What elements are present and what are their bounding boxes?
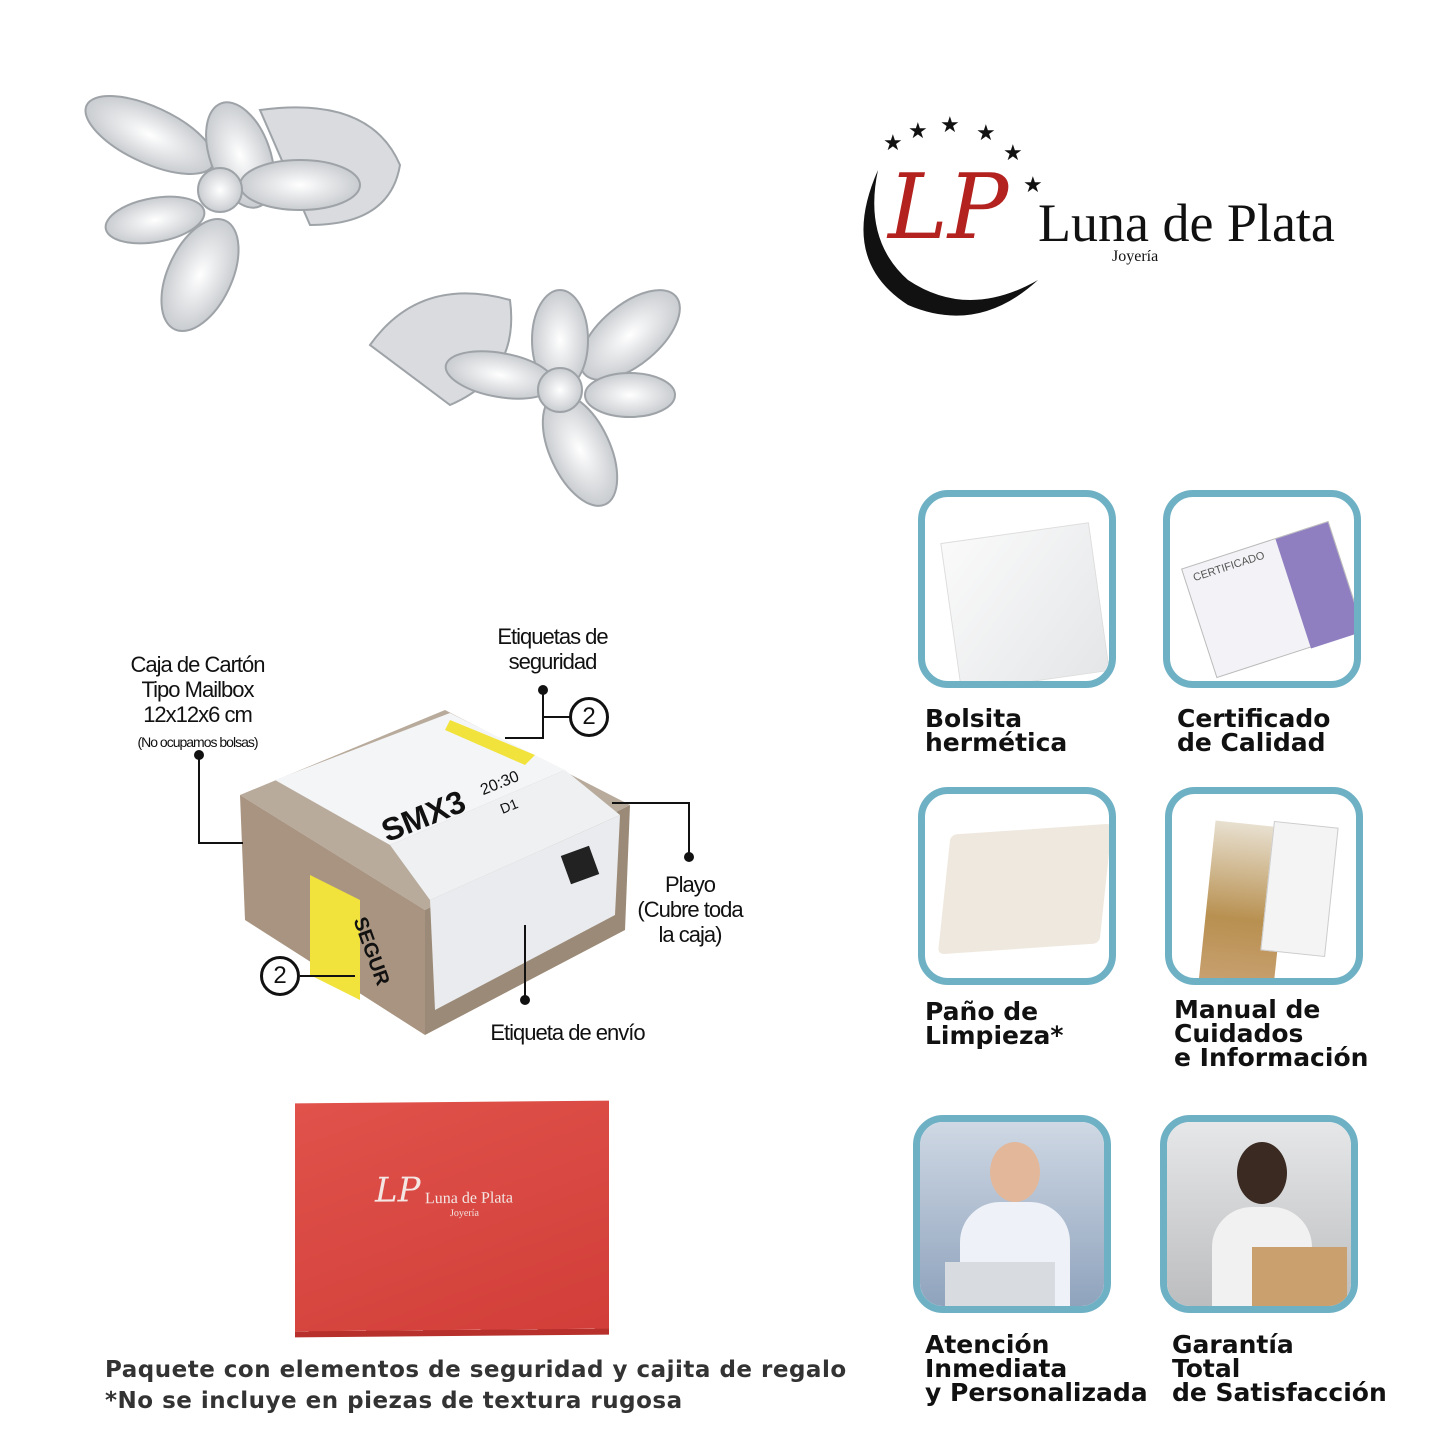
shipping-box-image: SMX3 20:30 D1 SEGUR: [235, 710, 635, 1040]
feature-tile-guarantee: [1160, 1115, 1358, 1313]
feature-label: Atención Inmediata y Personalizada: [925, 1330, 1148, 1407]
svg-text:★: ★: [883, 130, 903, 155]
feature-tile-certificate: CERTIFICADO: [1163, 490, 1361, 688]
callout-security-labels: Etiquetas de seguridad: [497, 624, 608, 674]
gift-box-image: LP Luna de Plata Joyería: [295, 1100, 609, 1332]
gift-box-subtitle: Joyería: [450, 1207, 479, 1220]
callout-box-note: (No ocupamos bolsas): [137, 734, 258, 750]
feature-label: Certificado de Calidad: [1177, 704, 1331, 757]
callout-wrap: Playo (Cubre toda la caja): [637, 872, 743, 947]
callout-dot: [520, 995, 530, 1005]
crescent-moon-stars-icon: ★★★★★★: [863, 112, 1043, 316]
cleaning-cloth-image: [937, 823, 1109, 955]
manual-page: [1260, 820, 1339, 958]
security-count-badge: 2: [260, 956, 300, 996]
feature-tile-zip-bag: [918, 490, 1116, 688]
callout-box-type: Caja de Cartón Tipo Mailbox 12x12x6 cm: [130, 652, 266, 727]
gift-box-brand: Luna de Plata: [425, 1189, 513, 1208]
cardboard-box: [1252, 1247, 1347, 1306]
footer-line-1: Paquete con elementos de seguridad y caj…: [105, 1357, 847, 1383]
gift-box-logo-monogram: LP: [375, 1170, 421, 1211]
security-count-badge: 2: [569, 697, 609, 737]
callout-line: [542, 690, 544, 738]
feature-tile-support: [913, 1115, 1111, 1313]
callout-line: [198, 842, 243, 844]
customer-head: [1237, 1142, 1287, 1204]
callout-line: [688, 802, 690, 854]
svg-text:★: ★: [976, 120, 996, 145]
svg-text:★: ★: [940, 112, 960, 137]
agent-head: [990, 1142, 1040, 1202]
svg-text:★: ★: [1003, 140, 1023, 165]
logo-brand-name: Luna de Plata: [1038, 193, 1335, 253]
callout-line: [505, 737, 544, 739]
certificate-seal: [1275, 522, 1354, 649]
butterfly-earrings-image: [84, 95, 681, 507]
zip-bag-image: [940, 522, 1109, 681]
support-agent-image: [920, 1122, 1104, 1306]
brand-logo: ★★★★★★ LP Luna de Plata Joyería: [848, 110, 1378, 320]
feature-tile-cleaning-cloth: [918, 787, 1116, 985]
certificate-image: CERTIFICADO: [1181, 520, 1354, 679]
certificate-title: CERTIFICADO: [1191, 549, 1267, 585]
callout-line: [300, 975, 355, 977]
laptop: [945, 1262, 1055, 1306]
callout-dot: [684, 852, 694, 862]
callout-line: [198, 755, 200, 843]
logo-subtitle: Joyería: [1112, 248, 1159, 265]
feature-label: Garantía Total de Satisfacción: [1172, 1330, 1387, 1407]
feature-tile-manual: [1165, 787, 1363, 985]
callout-line: [524, 925, 526, 997]
feature-label: Bolsita hermética: [925, 704, 1068, 757]
callout-shipping-label: Etiqueta de envío: [490, 1020, 645, 1045]
feature-label: Manual de Cuidados e Información: [1174, 995, 1369, 1072]
callout-line: [612, 802, 690, 804]
svg-text:★: ★: [1023, 172, 1043, 197]
callout-line: [542, 716, 570, 718]
happy-customer-image: [1167, 1122, 1351, 1306]
footer-line-2: *No se incluye en piezas de textura rugo…: [105, 1388, 683, 1414]
logo-monogram: LP: [888, 155, 1009, 260]
svg-text:★: ★: [908, 118, 928, 143]
feature-label: Paño de Limpieza*: [925, 997, 1064, 1050]
